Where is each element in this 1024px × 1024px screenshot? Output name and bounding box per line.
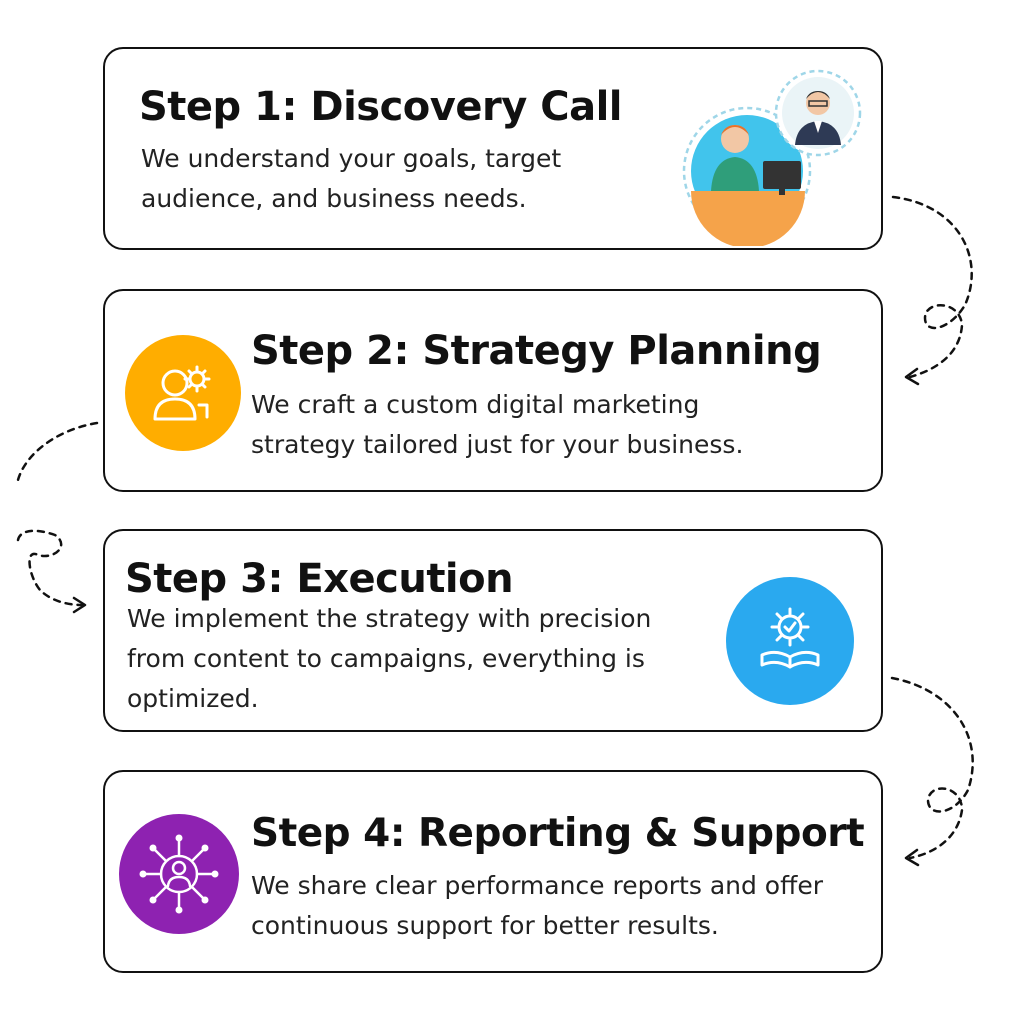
step-3-icon-circle bbox=[726, 577, 854, 705]
arrowhead-2-3 bbox=[72, 596, 87, 614]
step-2-desc-line-1: We craft a custom digital marketing bbox=[251, 390, 700, 419]
step-1-desc-line-2: audience, and business needs. bbox=[141, 184, 527, 213]
step-2-title: Step 2: Strategy Planning bbox=[251, 328, 822, 374]
step-4-icon-circle bbox=[119, 814, 239, 934]
step-4-desc-line-1: We share clear performance reports and o… bbox=[251, 871, 823, 900]
arrowhead-1-2 bbox=[904, 367, 920, 386]
network-person-icon bbox=[139, 834, 219, 914]
step-4-title: Step 4: Reporting & Support bbox=[251, 811, 865, 856]
step-3-desc-line-2: from content to campaigns, everything is bbox=[127, 644, 645, 673]
step-3-desc-line-3: optimized. bbox=[127, 684, 259, 713]
step-2-desc-line-2: strategy tailored just for your business… bbox=[251, 430, 744, 459]
step-card-3: Step 3: Execution We implement the strat… bbox=[103, 529, 883, 732]
step-3-desc-line-1: We implement the strategy with precision bbox=[127, 604, 652, 633]
connector-3-4 bbox=[890, 676, 974, 860]
step-1-desc-line-1: We understand your goals, target bbox=[141, 144, 562, 173]
arrowhead-3-4 bbox=[904, 848, 920, 867]
gear-book-icon bbox=[760, 607, 820, 669]
step-4-desc-line-2: continuous support for better results. bbox=[251, 911, 719, 940]
connector-2-3 bbox=[16, 421, 99, 607]
person-gear-icon bbox=[153, 365, 211, 421]
step-card-4: Step 4: Reporting & Support We share cle… bbox=[103, 770, 883, 973]
step-card-2: Step 2: Strategy Planning We craft a cus… bbox=[103, 289, 883, 492]
step-3-title: Step 3: Execution bbox=[125, 556, 514, 602]
step-1-title: Step 1: Discovery Call bbox=[139, 84, 622, 130]
call-center-illustration bbox=[682, 69, 862, 246]
connector-1-2 bbox=[891, 195, 973, 379]
step-card-1: Step 1: Discovery Call We understand you… bbox=[103, 47, 883, 250]
step-2-icon-circle bbox=[125, 335, 241, 451]
